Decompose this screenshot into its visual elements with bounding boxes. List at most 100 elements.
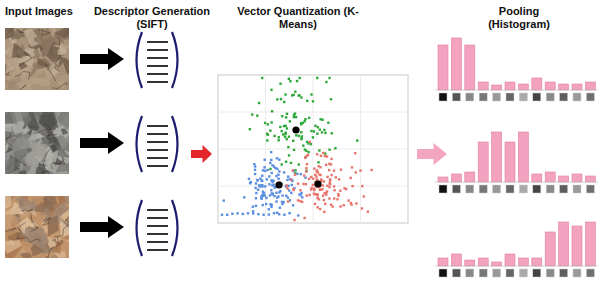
texture-patch (17, 76, 32, 90)
data-point (256, 179, 258, 181)
data-point (283, 101, 285, 103)
data-point (300, 192, 302, 194)
visual-word-icon (452, 93, 460, 101)
descriptor-entry (147, 241, 168, 243)
data-point (270, 89, 272, 91)
data-point (361, 185, 363, 187)
data-point (263, 192, 265, 194)
data-point (324, 132, 326, 134)
data-point (303, 174, 305, 176)
texture-patch (43, 196, 57, 206)
data-point (322, 195, 324, 197)
data-point (295, 134, 297, 136)
data-point (305, 183, 307, 185)
visual-word-icon (506, 185, 514, 193)
texture-patch (22, 125, 31, 135)
data-point (269, 168, 271, 170)
cluster-centroid (275, 181, 282, 188)
texture-crack (39, 174, 51, 175)
data-point (319, 208, 321, 210)
grid-line (218, 112, 408, 113)
bracket (172, 200, 178, 256)
bracket (137, 116, 143, 172)
descriptor-vector (137, 200, 178, 256)
visual-word-icon (452, 185, 460, 193)
data-point (359, 169, 361, 171)
cluster-centroid (314, 180, 321, 187)
bracket (137, 200, 143, 256)
data-point (260, 198, 262, 200)
texture-patch (5, 155, 15, 174)
data-point (289, 120, 291, 122)
data-point (328, 77, 330, 79)
data-point (271, 180, 273, 182)
data-point (285, 185, 287, 187)
data-point (280, 98, 282, 100)
bracket (172, 116, 178, 172)
data-point (290, 179, 292, 181)
texture-crack (46, 247, 53, 258)
data-point (304, 120, 306, 122)
descriptor-entry (147, 209, 168, 211)
descriptor-entry (147, 225, 168, 227)
data-point (333, 197, 335, 199)
data-point (262, 192, 264, 194)
data-point (255, 205, 257, 207)
data-point (304, 157, 306, 159)
data-point (321, 188, 323, 190)
texture-patch (5, 112, 14, 124)
bracket (172, 32, 178, 88)
texture-crack (55, 219, 69, 236)
histogram-bar (545, 82, 555, 90)
visual-word-icon (573, 93, 581, 101)
histogram-bar (465, 45, 475, 90)
histogram-bar (585, 222, 595, 266)
data-point (255, 197, 257, 199)
data-point (317, 161, 319, 163)
visual-word-icon (506, 93, 514, 101)
visual-word-icon (466, 185, 474, 193)
data-point (312, 136, 314, 138)
data-point (268, 183, 270, 185)
visual-word-icon (466, 269, 474, 277)
histogram-axis (435, 266, 598, 267)
data-point (298, 135, 300, 137)
texture-patch (5, 196, 11, 210)
data-point (351, 185, 353, 187)
data-point (308, 194, 310, 196)
data-point (313, 187, 315, 189)
texture-patch (48, 240, 57, 248)
data-point (286, 187, 288, 189)
data-point (330, 204, 332, 206)
data-point (299, 189, 301, 191)
data-point (261, 179, 263, 181)
data-point (273, 212, 275, 214)
data-point (297, 199, 299, 201)
data-point (283, 214, 285, 216)
visual-word-icon (519, 185, 527, 193)
data-point (330, 174, 332, 176)
data-point (321, 131, 323, 133)
histogram-bar (478, 142, 488, 182)
data-point (236, 212, 238, 214)
data-point (343, 204, 345, 206)
data-point (292, 204, 294, 206)
data-point (298, 94, 300, 96)
data-point (281, 194, 283, 196)
data-point (270, 121, 272, 123)
rock-texture-image (5, 196, 69, 258)
data-point (278, 136, 280, 138)
data-point (278, 158, 280, 160)
data-point (286, 138, 288, 140)
histogram-bar (438, 177, 448, 182)
texture-crack (42, 140, 55, 162)
data-point (355, 171, 357, 173)
texture-patch (5, 62, 14, 74)
data-point (291, 184, 293, 186)
data-point (276, 212, 278, 214)
data-point (226, 214, 228, 216)
data-point (264, 122, 266, 124)
texture-crack (18, 52, 32, 66)
texture-patch (48, 28, 55, 29)
data-point (340, 169, 342, 171)
